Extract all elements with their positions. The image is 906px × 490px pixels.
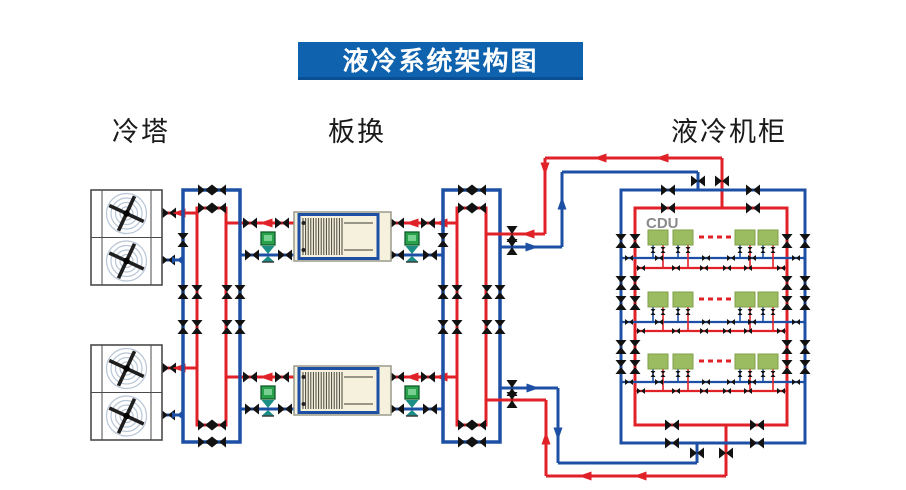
cabinet-label: 液冷机柜	[671, 117, 787, 147]
secondary-loop-pipes	[487, 153, 733, 481]
middle-manifold	[437, 184, 506, 448]
plate-heat-exchanger-label: 板换	[328, 117, 386, 147]
cooling-towers	[90, 189, 163, 441]
plate-heat-exchangers	[293, 211, 392, 416]
cdu-label: CDU	[646, 215, 679, 232]
cooling-tower-label: 冷塔	[112, 117, 170, 147]
left-manifold	[177, 184, 246, 448]
cooling-tower-circuit	[161, 207, 457, 421]
page-title: 液冷系统架构图	[342, 46, 539, 76]
pumps	[260, 231, 420, 417]
title-banner: 液冷系统架构图	[298, 42, 583, 80]
cabinet: CDU	[615, 184, 811, 449]
